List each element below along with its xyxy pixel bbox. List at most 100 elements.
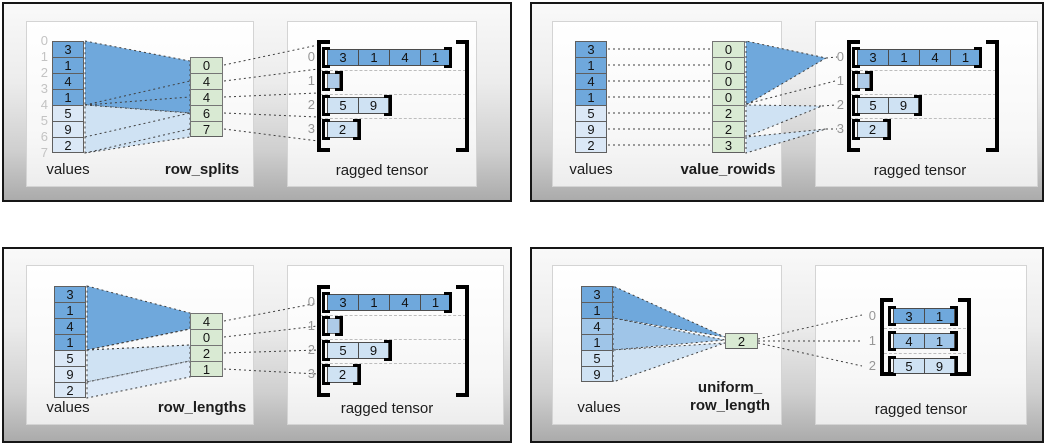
row-index: 0 xyxy=(307,49,315,64)
row-separator xyxy=(320,118,466,119)
row-left-bracket xyxy=(322,364,330,385)
tensor-cell: 5 xyxy=(327,97,358,114)
row-index: 1 xyxy=(307,73,315,88)
value-cell: 1 xyxy=(52,89,84,105)
method-label-line1: uniform_ xyxy=(697,379,763,396)
row-left-bracket xyxy=(322,119,330,140)
value-index: 1 xyxy=(40,49,48,64)
row-right-bracket xyxy=(444,47,452,68)
value-cell: 1 xyxy=(581,334,613,350)
value-cell: 4 xyxy=(54,318,86,334)
row-right-bracket xyxy=(335,71,343,91)
value-index: 2 xyxy=(40,65,48,80)
tensor-cell: 5 xyxy=(857,97,888,114)
value-cell: 9 xyxy=(581,366,613,382)
value-cell: 4 xyxy=(581,318,613,334)
value-cell: 4 xyxy=(52,73,84,89)
values-label: values xyxy=(46,161,90,178)
value-cell: 1 xyxy=(52,57,84,73)
row-right-bracket xyxy=(950,356,958,376)
row-left-bracket xyxy=(322,95,330,116)
method-label: row_splits xyxy=(164,161,240,178)
value-rowids-cell: 0 xyxy=(712,41,745,57)
empty-row-cell xyxy=(857,73,870,89)
tensor-cell: 1 xyxy=(888,49,919,66)
value-cell: 2 xyxy=(54,382,86,398)
row-right-bracket xyxy=(914,95,922,116)
row-separator xyxy=(320,94,466,95)
tensor-cell: 3 xyxy=(857,49,888,66)
row-index: 0 xyxy=(307,294,315,309)
value-index: 0 xyxy=(40,33,48,48)
method-label: value_rowids xyxy=(680,161,776,178)
tensor-cell: 2 xyxy=(327,121,358,138)
value-cell: 3 xyxy=(581,286,613,302)
tensor-cell: 2 xyxy=(327,366,358,383)
value-index: 3 xyxy=(40,81,48,96)
row-right-bracket xyxy=(883,119,891,140)
tensor-cell: 9 xyxy=(358,342,389,359)
row-right-bracket xyxy=(353,119,361,140)
value-cell: 2 xyxy=(52,137,84,153)
tensor-cell: 1 xyxy=(924,333,955,349)
empty-row-cell xyxy=(327,318,340,334)
tensor-row: 2 xyxy=(327,366,358,383)
value-index: 5 xyxy=(40,113,48,128)
value-index: 7 xyxy=(40,145,48,160)
value-cell: 1 xyxy=(575,89,607,105)
method-label-line2: row_length xyxy=(689,397,770,414)
value-cell: 5 xyxy=(581,350,613,366)
value-cell: 5 xyxy=(575,105,607,121)
tensor-cell: 5 xyxy=(327,342,358,359)
value-cell: 9 xyxy=(52,121,84,137)
tensor-cell: 4 xyxy=(389,49,420,66)
tensor-cell: 4 xyxy=(893,333,924,349)
tensor-cell: 1 xyxy=(358,49,389,66)
tensor-cell: 1 xyxy=(358,294,389,311)
uniform-row-length-cell: 2 xyxy=(725,333,758,349)
row-index: 2 xyxy=(307,342,315,357)
row-lengths-cell: 0 xyxy=(190,329,223,345)
row-right-bracket xyxy=(950,331,958,351)
value-cell: 9 xyxy=(575,121,607,137)
left-bracket xyxy=(847,40,860,152)
row-right-bracket xyxy=(384,95,392,116)
row-separator xyxy=(850,118,996,119)
tensor-cell: 3 xyxy=(893,308,924,324)
value-cell: 3 xyxy=(54,286,86,302)
value-cell: 4 xyxy=(575,73,607,89)
tensor-row: 2 xyxy=(857,121,888,138)
row-lengths-cell: 2 xyxy=(190,345,223,361)
value-index: 6 xyxy=(40,129,48,144)
value-rowids-cell: 3 xyxy=(712,137,745,153)
tensor-cell: 2 xyxy=(857,121,888,138)
value-cell: 1 xyxy=(575,57,607,73)
row-right-bracket xyxy=(974,47,982,68)
row-left-bracket xyxy=(322,47,330,68)
row-index: 3 xyxy=(836,121,844,136)
value-rowids-cell: 2 xyxy=(712,121,745,137)
row-left-bracket xyxy=(322,292,330,313)
row-index: 3 xyxy=(307,366,315,381)
row-splits-cell: 4 xyxy=(190,73,223,89)
values-label: values xyxy=(577,399,621,416)
row-separator xyxy=(320,339,466,340)
row-separator xyxy=(320,315,466,316)
row-left-bracket xyxy=(852,47,860,68)
row-lengths-cell: 4 xyxy=(190,313,223,329)
